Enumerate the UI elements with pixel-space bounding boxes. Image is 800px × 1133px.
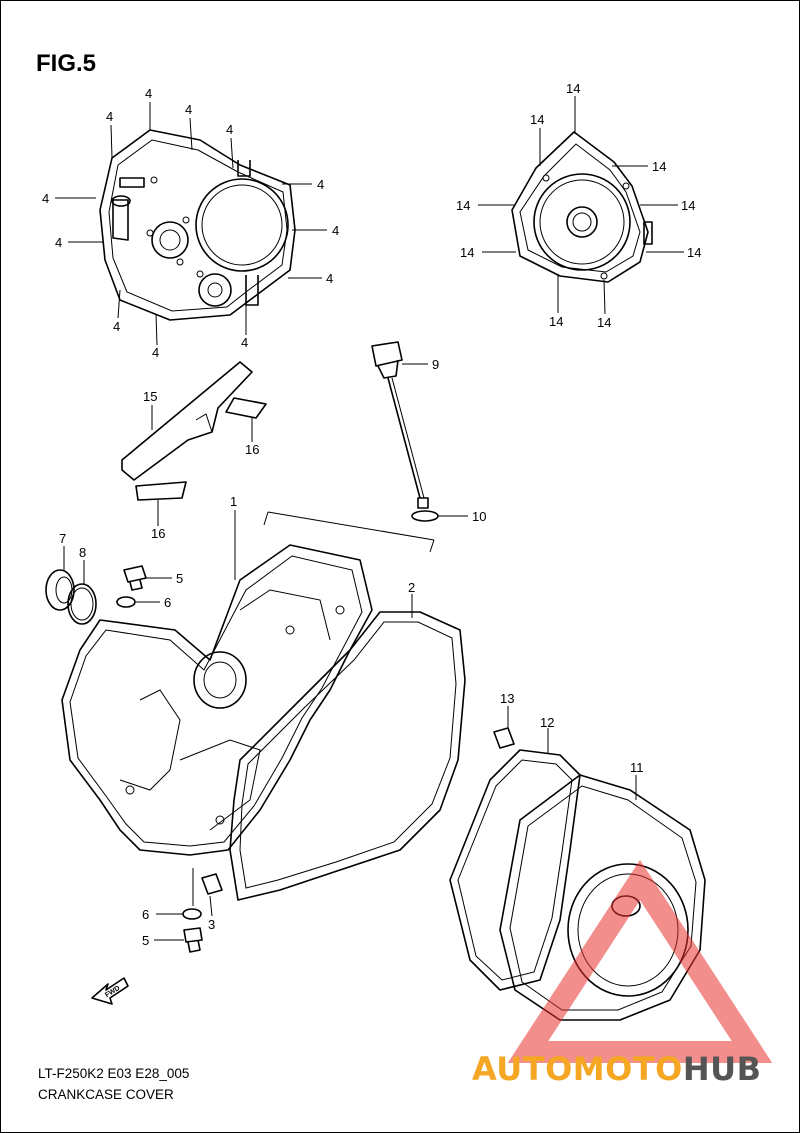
magneto-gasket-part: 12 [449, 715, 581, 991]
callout-4-c: 4 [226, 122, 233, 137]
magneto-cover-lower-part: 11 [499, 760, 706, 1021]
callout-14-a: 14 [566, 81, 580, 96]
callout-4-j: 4 [113, 319, 120, 334]
callout-4-f: 4 [55, 235, 62, 250]
callout-4-g: 4 [317, 177, 324, 192]
callout-5-a: 5 [176, 571, 183, 586]
callout-12: 12 [540, 715, 554, 730]
callout-4-a: 4 [145, 86, 152, 101]
callout-14-h: 14 [549, 314, 563, 329]
drain-bolt-upper-part: 5 6 [116, 565, 183, 610]
watermark-text-part2: HUB [682, 1050, 762, 1088]
callout-4-b: 4 [185, 102, 192, 117]
callout-4-k: 4 [152, 345, 159, 360]
figure-caption: CRANKCASE COVER [38, 1087, 174, 1102]
callout-9: 9 [432, 357, 439, 372]
callout-14-i: 14 [597, 315, 611, 330]
callout-4-i: 4 [326, 271, 333, 286]
callout-4-h: 4 [332, 223, 339, 238]
callout-2: 2 [408, 580, 415, 595]
magneto-cover-part [511, 131, 653, 283]
watermark-logo-icon [507, 859, 773, 1063]
figure-title: FIG.5 [36, 50, 97, 77]
callout-14-d: 14 [456, 198, 470, 213]
callout-6-a: 6 [164, 595, 171, 610]
callout-6-b: 6 [142, 907, 149, 922]
callout-14-b: 14 [530, 112, 544, 127]
gasket-part: 2 [229, 580, 466, 901]
callout-7: 7 [59, 531, 66, 546]
callout-14-c: 14 [652, 159, 666, 174]
callout-5-b: 5 [142, 933, 149, 948]
crankcase-cover-part: 1 [61, 494, 435, 856]
callout-4-e: 4 [42, 191, 49, 206]
callout-15: 15 [143, 389, 157, 404]
callout-10: 10 [472, 509, 486, 524]
callout-3: 3 [208, 917, 215, 932]
callout-16-a: 16 [245, 442, 259, 457]
drain-bolt-lower-part: 6 3 5 [142, 868, 223, 953]
callouts-14: 14 14 14 14 14 14 14 14 14 [456, 81, 701, 330]
callouts-4: 4 4 4 4 4 4 4 4 4 4 4 4 [42, 86, 339, 360]
oil-seal-part: 7 8 [45, 531, 97, 625]
callout-1: 1 [230, 494, 237, 509]
callout-8: 8 [79, 545, 86, 560]
watermark-text: AUTOMOTOHUB [472, 1050, 762, 1088]
callout-11: 11 [630, 760, 644, 775]
watermark-text-part1: AUTOMOTO [472, 1050, 683, 1088]
callout-13: 13 [500, 691, 514, 706]
callout-4-d: 4 [106, 109, 113, 124]
callout-14-g: 14 [687, 245, 701, 260]
callout-16-b: 16 [151, 526, 165, 541]
callout-14-e: 14 [681, 198, 695, 213]
model-code: LT-F250K2 E03 E28_005 [38, 1066, 190, 1081]
oil-guide-part: 15 16 16 [121, 361, 267, 541]
dowel-pin-part: 13 [493, 691, 515, 749]
clutch-cover-part [99, 129, 296, 321]
fwd-arrow-icon: FWD [91, 977, 129, 1005]
callout-4-l: 4 [241, 335, 248, 350]
callout-14-f: 14 [460, 245, 474, 260]
dipstick-part: 9 10 [371, 341, 486, 524]
